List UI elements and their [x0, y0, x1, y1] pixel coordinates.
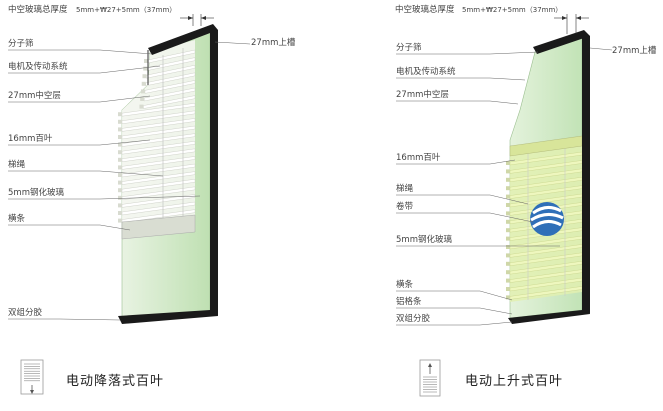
- blind-up-icon: [419, 359, 441, 397]
- right-label: 铝格条: [396, 296, 422, 307]
- slat-edge: [506, 177, 510, 182]
- right-label: 梯绳: [396, 183, 414, 194]
- right-label: 16mm百叶: [396, 153, 441, 163]
- slat-edge: [118, 180, 122, 185]
- left-slats: [118, 49, 196, 223]
- right-label: 27mm中空层: [396, 89, 449, 100]
- slat-edge: [506, 161, 510, 165]
- left-label: 16mm百叶: [8, 134, 53, 144]
- slat-edge: [506, 169, 510, 174]
- slat-edge: [118, 119, 122, 124]
- left-label: 5mm钢化玻璃: [8, 187, 64, 198]
- right-label: 横条: [396, 279, 414, 290]
- slat-edge: [118, 165, 122, 170]
- slat-edge: [142, 74, 147, 79]
- slat-edge: [140, 89, 145, 94]
- left-frame-top: [148, 24, 218, 55]
- left-window-unit: [118, 24, 218, 324]
- slat-edge: [118, 112, 122, 117]
- right-label: 双组分胶: [396, 313, 431, 324]
- slat-edge: [118, 188, 122, 193]
- left-labels: 分子筛 电机及传动系统 27mm中空层 16mm百叶 梯绳 5mm钢化玻璃 横条…: [8, 38, 68, 318]
- slat-edge: [506, 270, 510, 275]
- slat-edge: [118, 157, 122, 162]
- slat-edge: [506, 211, 510, 216]
- slat-edge: [118, 127, 122, 132]
- blind-down-icon: [20, 359, 44, 395]
- slat-edge: [118, 173, 122, 177]
- slat-edge: [506, 261, 510, 266]
- left-label: 横条: [8, 213, 26, 224]
- slat-edge: [118, 150, 122, 155]
- right-thickness-title: 中空玻璃总厚度: [395, 4, 455, 15]
- slat-edge: [118, 211, 122, 215]
- slat-edge: [506, 287, 510, 291]
- right-dimension: [554, 14, 613, 51]
- right-labels: 分子筛 电机及传动系统 27mm中空层 16mm百叶 梯绳 卷带 5mm钢化玻璃…: [396, 42, 456, 324]
- slat-edge: [144, 59, 148, 63]
- right-label: 5mm钢化玻璃: [396, 234, 452, 245]
- slat-edge: [118, 142, 122, 147]
- right-frame-right: [582, 33, 590, 314]
- slat-edge: [118, 203, 122, 208]
- slat-edge: [506, 295, 510, 300]
- left-frame-bottom: [118, 310, 218, 324]
- left-bottom-bar: [121, 214, 196, 240]
- left-top-groove-label: 27mm上槽: [251, 37, 296, 48]
- slat-edge: [118, 195, 122, 200]
- company-logo-icon: [530, 202, 564, 236]
- left-dimension: [180, 14, 251, 45]
- right-top-groove-label: 27mm上槽: [612, 45, 657, 56]
- left-frame-right: [210, 27, 218, 316]
- slat-edge: [118, 218, 122, 223]
- left-label: 电机及传动系统: [8, 61, 68, 72]
- slat-edge: [506, 194, 510, 199]
- right-label: 电机及传动系统: [396, 66, 456, 77]
- slat-edge: [118, 135, 122, 139]
- slat-edge: [506, 219, 510, 224]
- slat-edge: [506, 186, 510, 191]
- slat-edge: [506, 203, 510, 207]
- slat-edge: [506, 245, 510, 249]
- right-frame-bottom: [508, 310, 590, 324]
- slat-edge: [506, 278, 510, 283]
- slat-edge: [140, 97, 145, 101]
- right-frame-top: [533, 30, 590, 54]
- slat-edge: [143, 66, 148, 71]
- slat-edge: [506, 228, 510, 233]
- left-label: 双组分胶: [8, 307, 43, 318]
- left-thickness-title: 中空玻璃总厚度: [8, 4, 68, 15]
- left-label: 梯绳: [8, 159, 26, 170]
- right-thickness-value: 5mm+₩27+5mm（37mm）: [462, 6, 562, 14]
- left-caption: 电动降落式百叶: [66, 374, 164, 389]
- left-thickness-value: 5mm+₩27+5mm（37mm）: [76, 6, 176, 14]
- right-window-unit: [506, 30, 590, 324]
- slat-edge: [139, 104, 144, 109]
- right-caption: 电动上升式百叶: [465, 374, 563, 389]
- slat-edge: [506, 253, 510, 258]
- slat-edge: [506, 236, 510, 241]
- left-label: 分子筛: [8, 38, 34, 49]
- left-label: 27mm中空层: [8, 90, 61, 101]
- right-label: 卷带: [396, 201, 414, 212]
- slat-edge: [141, 81, 146, 86]
- left-leader-lines: [8, 49, 201, 321]
- right-label: 分子筛: [396, 42, 422, 53]
- right-leader-lines: [396, 51, 560, 326]
